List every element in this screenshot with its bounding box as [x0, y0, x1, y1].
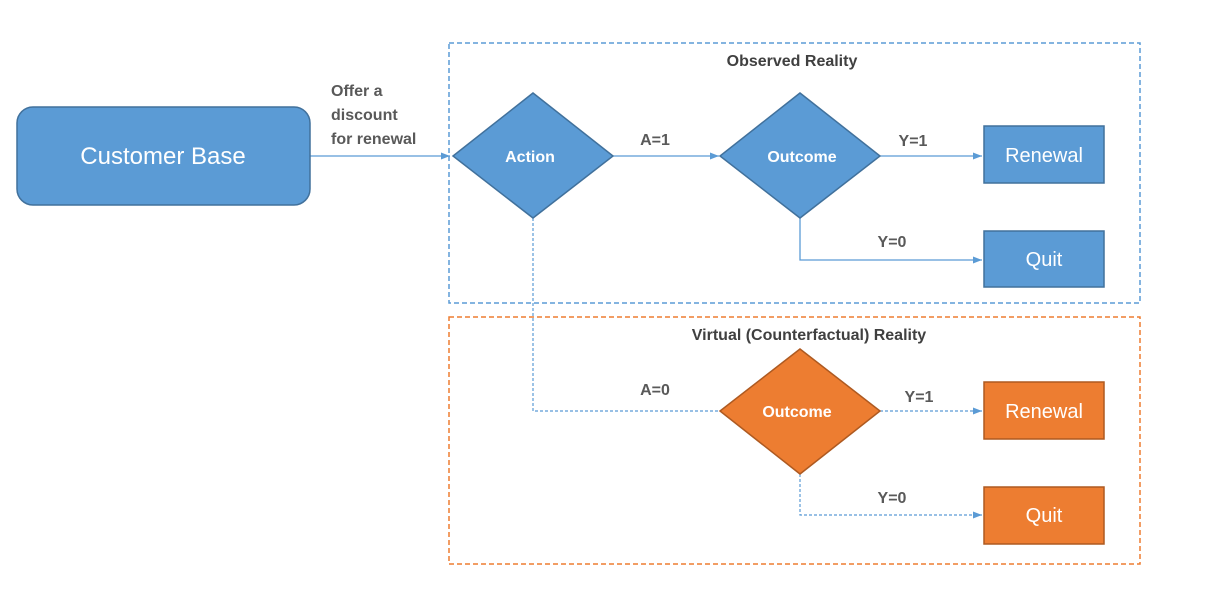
offer-label-line2: discount — [331, 107, 398, 124]
virtual-quit-node — [983, 486, 1105, 545]
observed-y0-label: Y=0 — [878, 234, 907, 251]
virtual-reality-region — [448, 316, 1141, 565]
observed-reality-title: Observed Reality — [727, 53, 858, 70]
customer-base-node — [16, 106, 311, 206]
observed-reality-region — [448, 42, 1141, 304]
observed-quit-label: Quit — [1026, 249, 1063, 271]
action-node — [451, 92, 615, 219]
observed-outcome-label: Outcome — [767, 149, 836, 166]
edge-label-a1: A=1 — [640, 132, 670, 149]
observed-y1-label: Y=1 — [899, 133, 928, 150]
edge-virtual-outcome-to-quit — [799, 474, 982, 519]
virtual-y1-label: Y=1 — [905, 389, 934, 406]
virtual-renewal-label: Renewal — [1005, 401, 1083, 423]
offer-label-line1: Offer a — [331, 83, 383, 100]
edge-label-a0: A=0 — [640, 382, 670, 399]
customer-base-label: Customer Base — [80, 143, 245, 170]
observed-renewal-label: Renewal — [1005, 145, 1083, 167]
action-label: Action — [505, 149, 555, 166]
virtual-quit-label: Quit — [1026, 505, 1063, 527]
edge-outcome-to-quit — [799, 218, 982, 264]
observed-quit-node — [983, 230, 1105, 288]
edge-action-to-virtual-outcome — [532, 218, 719, 412]
observed-renewal-node — [983, 125, 1105, 184]
virtual-outcome-node — [718, 348, 882, 475]
offer-label-line3: for renewal — [331, 131, 416, 148]
observed-outcome-node — [718, 92, 882, 219]
virtual-outcome-label: Outcome — [762, 404, 831, 421]
virtual-renewal-node — [983, 381, 1105, 440]
virtual-reality-title: Virtual (Counterfactual) Reality — [692, 327, 927, 344]
virtual-y0-label: Y=0 — [878, 490, 907, 507]
